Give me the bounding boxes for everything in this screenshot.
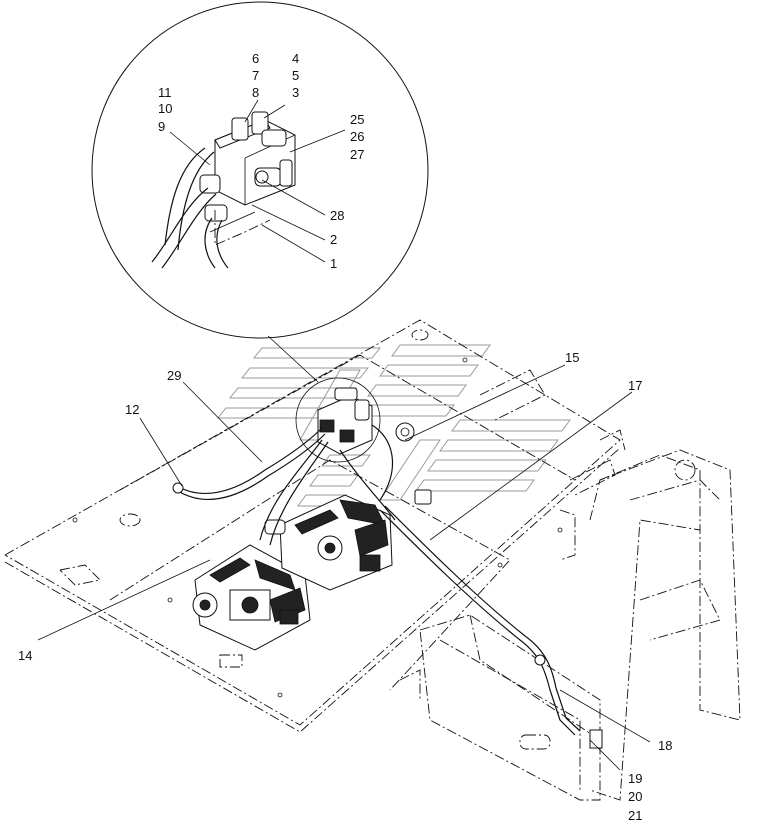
callout-20: 20: [628, 789, 642, 804]
callout-leaders: [37, 364, 651, 771]
callout-6: 6: [252, 51, 259, 66]
watermark-logo: [216, 344, 571, 507]
callout-1: 1: [330, 256, 337, 271]
callout-11: 11: [158, 85, 172, 100]
callout-14: 14: [18, 648, 32, 663]
callout-28: 28: [330, 208, 344, 223]
chassis-frame: [4, 319, 741, 801]
callout-18: 18: [658, 738, 672, 753]
callout-2: 2: [330, 232, 337, 247]
callout-8: 8: [252, 85, 259, 100]
valve-main: [317, 387, 373, 455]
callout-15: 15: [565, 350, 579, 365]
hydraulic-pump-left: [192, 544, 311, 651]
callout-12: 12: [125, 402, 139, 417]
callout-26: 26: [350, 129, 364, 144]
callout-10: 10: [158, 101, 172, 116]
callout-labels: 6 7 8 4 5 3 11 10 9 25 26 27 28 2 1 15 2…: [18, 51, 672, 823]
callout-7: 7: [252, 68, 259, 83]
inset-leader-line: [267, 335, 319, 383]
callout-29: 29: [167, 368, 181, 383]
callout-3: 3: [292, 85, 299, 100]
callout-25: 25: [350, 112, 364, 127]
callout-19: 19: [628, 771, 642, 786]
callout-17: 17: [628, 378, 642, 393]
detail-callout-circle: [295, 377, 381, 463]
callout-5: 5: [292, 68, 299, 83]
callout-4: 4: [292, 51, 299, 66]
hydraulic-pump-right: [264, 494, 393, 591]
detail-inset: [91, 1, 429, 339]
callout-21: 21: [628, 808, 642, 823]
callout-27: 27: [350, 147, 364, 162]
callout-9: 9: [158, 119, 165, 134]
hose-routing: [172, 424, 603, 749]
